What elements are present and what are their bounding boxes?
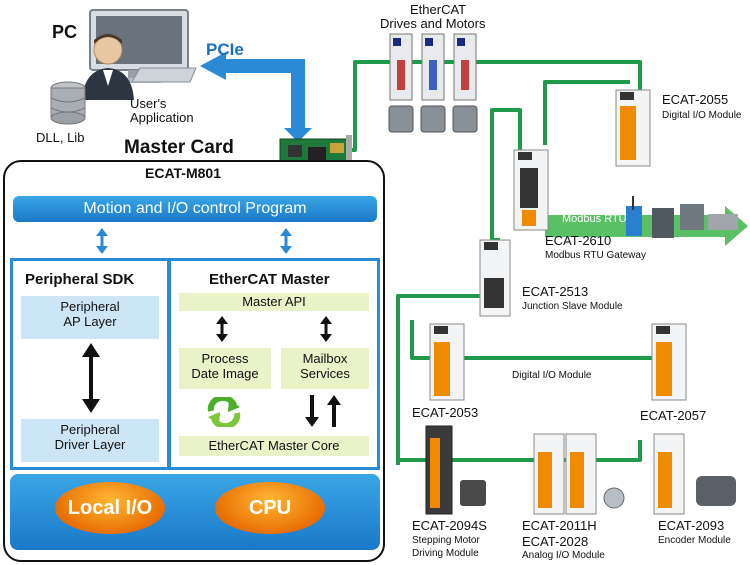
driver-layer-line1: Peripheral [60,422,120,437]
mailbox-line1: Mailbox [302,351,348,366]
updown-arrow-icon [280,228,292,254]
analog-io-desc: Analog I/O Module [522,550,605,561]
ecat-2053-module-icon [429,323,465,401]
ecat-2094s-label: ECAT-2094S [412,518,487,533]
ecat-2094s-desc: Stepping Motor [412,535,480,546]
ap-layer-line1: Peripheral [60,299,120,314]
driver-layer-line2: Driver Layer [54,437,126,452]
dll-lib-label: DLL, Lib [36,130,85,145]
updown-arrow-icon [320,316,332,342]
ecat-2093-label: ECAT-2093 [658,518,725,533]
ecat-2057-module-icon [651,323,687,401]
updown-arrow-icon [82,343,100,413]
peripheral-driver-layer: Peripheral Driver Layer [21,419,159,462]
pc-title: PC [52,22,78,42]
ecat-2094s-desc2: Driving Module [412,548,479,559]
ecat-2093-desc: Encoder Module [658,535,731,546]
modbus-rtu-label: Modbus RTU [562,213,627,225]
master-card: ECAT-M801 Motion and I/O control Program… [3,160,385,562]
peripheral-ap-layer: Peripheral AP Layer [21,296,159,339]
ecat-2513-module-icon [479,239,511,317]
ethercat-master-panel: EtherCAT Master Master API Process Date … [168,258,380,470]
down-arrow-icon [305,395,319,427]
ecat-2057-label: ECAT-2057 [640,408,707,423]
servo-drives-icon [388,33,478,133]
master-card-model: ECAT-M801 [145,165,221,181]
ecat-2055-desc: Digital I/O Module [662,110,742,121]
drives-title-line1: EtherCAT [410,2,467,17]
drives-title-line2: Drives and Motors [380,16,486,31]
local-io-oval: Local I/O [55,482,165,534]
ecat-2055-module-icon [615,89,651,167]
updown-arrow-icon [216,316,228,342]
updown-arrow-icon [96,228,108,254]
digital-io-label: Digital I/O Module [512,370,592,381]
ecat-2055-label: ECAT-2055 [662,92,729,107]
peripheral-sdk-panel: Peripheral SDK Peripheral AP Layer Perip… [10,258,170,470]
ethercat-master-title: EtherCAT Master [209,271,330,288]
modbus-devices-icon [626,196,738,238]
ecat-2094s-module-icon [425,425,486,515]
ecat-2011h-2028-module-icon [533,433,625,515]
peripheral-sdk-title: Peripheral SDK [25,271,135,288]
mailbox-services-box: Mailbox Services [281,348,369,389]
user-icon [82,34,134,100]
ethercat-master-core-box: EtherCAT Master Core [179,436,369,456]
process-line1: Process [201,351,249,366]
cpu-oval: CPU [215,482,325,534]
up-arrow-icon [327,395,341,427]
keyboard-icon [131,67,197,83]
user-app-label-line2: Application [130,110,194,125]
ecat-2053-label: ECAT-2053 [412,405,479,420]
ecat-2513-desc: Junction Slave Module [522,301,623,312]
ecat-2093-module-icon [653,433,736,515]
pcie-label: PCIe [206,40,244,59]
ecat-2610-desc: Modbus RTU Gateway [545,250,646,261]
refresh-icon [207,397,241,427]
program-bar: Motion and I/O control Program [13,196,377,222]
master-api-box: Master API [179,293,369,311]
ecat-2011h-label: ECAT-2011H [522,518,597,533]
ecat-2513-label: ECAT-2513 [522,284,589,299]
mailbox-line2: Services [300,366,350,381]
ap-layer-line2: AP Layer [63,314,117,329]
process-data-image-box: Process Date Image [179,348,271,389]
master-card-title: Master Card [124,137,234,158]
user-app-label-line1: User's [130,96,167,111]
ecat-2610-module-icon [513,149,549,231]
database-icon [50,81,86,125]
ecat-2610-label: ECAT-2610 [545,233,612,248]
ecat-2028-label: ECAT-2028 [522,534,589,549]
process-line2: Date Image [191,366,259,381]
